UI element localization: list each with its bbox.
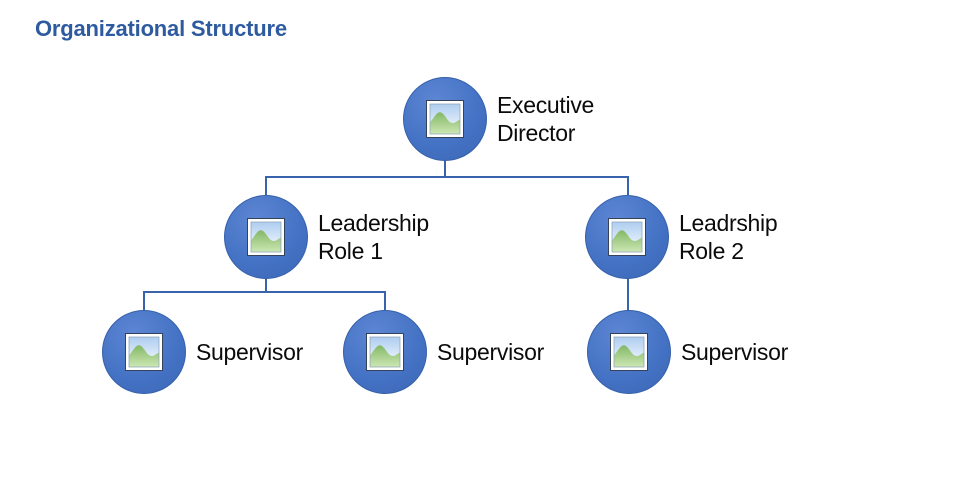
connector-level1-horizontal — [265, 176, 629, 178]
node-shape-supervisor-2[interactable] — [343, 310, 427, 394]
connector-drop-supervisor2 — [384, 291, 386, 310]
label-line: Role 1 — [318, 238, 383, 264]
connector-leadership2-supervisor3 — [627, 278, 629, 311]
connector-drop-supervisor1 — [143, 291, 145, 310]
node-shape-supervisor-1[interactable] — [102, 310, 186, 394]
page-title: Organizational Structure — [35, 16, 287, 41]
org-node-leadership-role-2: Leadrship Role 2 — [585, 195, 778, 279]
org-node-supervisor-3: Supervisor — [587, 310, 788, 394]
label-line: Supervisor — [437, 339, 544, 365]
node-shape-leadership-role-1[interactable] — [224, 195, 308, 279]
node-label-supervisor-2: Supervisor — [437, 338, 544, 366]
node-label-executive-director: Executive Director — [497, 91, 594, 147]
picture-placeholder-icon — [125, 333, 163, 371]
connector-level2-horizontal — [143, 291, 386, 293]
node-label-supervisor-3: Supervisor — [681, 338, 788, 366]
node-label-supervisor-1: Supervisor — [196, 338, 303, 366]
picture-placeholder-icon — [610, 333, 648, 371]
node-label-leadership-role-1: Leadership Role 1 — [318, 209, 429, 265]
picture-placeholder-icon — [608, 218, 646, 256]
org-node-supervisor-2: Supervisor — [343, 310, 544, 394]
org-node-executive-director: Executive Director — [403, 77, 594, 161]
label-line: Director — [497, 120, 576, 146]
label-line: Supervisor — [196, 339, 303, 365]
node-shape-supervisor-3[interactable] — [587, 310, 671, 394]
connector-leadership1-stem — [265, 278, 267, 293]
connector-exec-stem — [444, 160, 446, 177]
label-line: Supervisor — [681, 339, 788, 365]
label-line: Executive — [497, 92, 595, 118]
label-line: Leadership — [318, 210, 429, 236]
org-node-leadership-role-1: Leadership Role 1 — [224, 195, 429, 279]
node-shape-executive-director[interactable] — [403, 77, 487, 161]
connector-drop-leadership2 — [627, 176, 629, 195]
label-line: Role 2 — [679, 238, 744, 264]
connector-drop-leadership1 — [265, 176, 267, 195]
org-node-supervisor-1: Supervisor — [102, 310, 303, 394]
picture-placeholder-icon — [247, 218, 285, 256]
node-label-leadership-role-2: Leadrship Role 2 — [679, 209, 778, 265]
picture-placeholder-icon — [366, 333, 404, 371]
node-shape-leadership-role-2[interactable] — [585, 195, 669, 279]
label-line: Leadrship — [679, 210, 778, 236]
picture-placeholder-icon — [426, 100, 464, 138]
